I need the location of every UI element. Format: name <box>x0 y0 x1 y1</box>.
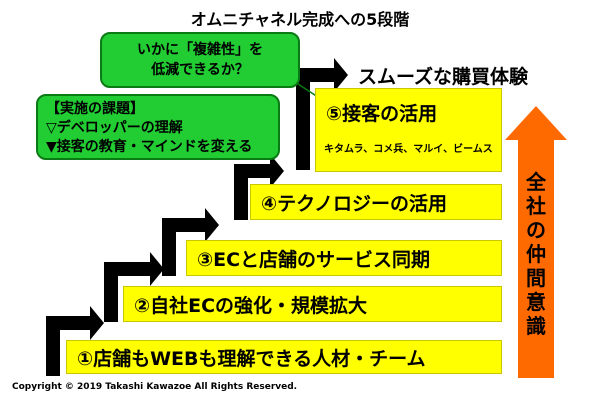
step-3-label: ③ECと店舗のサービス同期 <box>197 248 431 271</box>
step-4-label: ④テクノロジーの活用 <box>261 192 447 215</box>
issues-line-2: ▼接客の教育・マインドを変える <box>46 139 253 155</box>
side-label-vertical: 全社の仲間意識 <box>526 170 546 338</box>
step-arrow-5 <box>296 58 348 170</box>
question-bubble: いかに「複雑性」を 低減できるか？ <box>100 32 300 88</box>
step-5-bar: ⑤接客の活用 キタムラ、コメ兵、マルイ、ビームス <box>315 88 502 172</box>
step-2-label: ②自社ECの強化・規模拡大 <box>134 294 368 317</box>
step-arrow-4 <box>234 154 284 220</box>
step-5-examples: キタムラ、コメ兵、マルイ、ビームス <box>324 144 493 155</box>
question-line-1: いかに「複雑性」を <box>137 42 263 58</box>
orange-up-arrow <box>505 106 567 378</box>
question-line-2: 低減できるか？ <box>151 62 249 78</box>
copyright-text: Copyright © 2019 Takashi Kawazoe All Rig… <box>12 382 298 392</box>
issues-heading: 【実施の課題】 <box>46 101 144 117</box>
step-5-label: ⑤接客の活用 <box>326 103 438 125</box>
step-1-bar: ①店舗もWEBも理解できる人材・チーム <box>66 340 502 374</box>
issues-bubble: 【実施の課題】 ▽デベロッパーの理解 ▼接客の教育・マインドを変える <box>36 94 280 160</box>
step-4-bar: ④テクノロジーの活用 <box>250 184 502 220</box>
step-arrow-1 <box>46 306 104 376</box>
issues-line-1: ▽デベロッパーの理解 <box>46 120 183 136</box>
step-arrow-2 <box>104 252 164 322</box>
step-2-bar: ②自社ECの強化・規模拡大 <box>123 286 502 322</box>
step-1-label: ①店舗もWEBも理解できる人材・チーム <box>77 347 426 370</box>
step-3-bar: ③ECと店舗のサービス同期 <box>186 240 502 276</box>
goal-label: スムーズな購買体験 <box>358 66 529 88</box>
page-title: オムニチャネル完成への5段階 <box>190 10 410 29</box>
step-arrow-3 <box>162 208 219 276</box>
